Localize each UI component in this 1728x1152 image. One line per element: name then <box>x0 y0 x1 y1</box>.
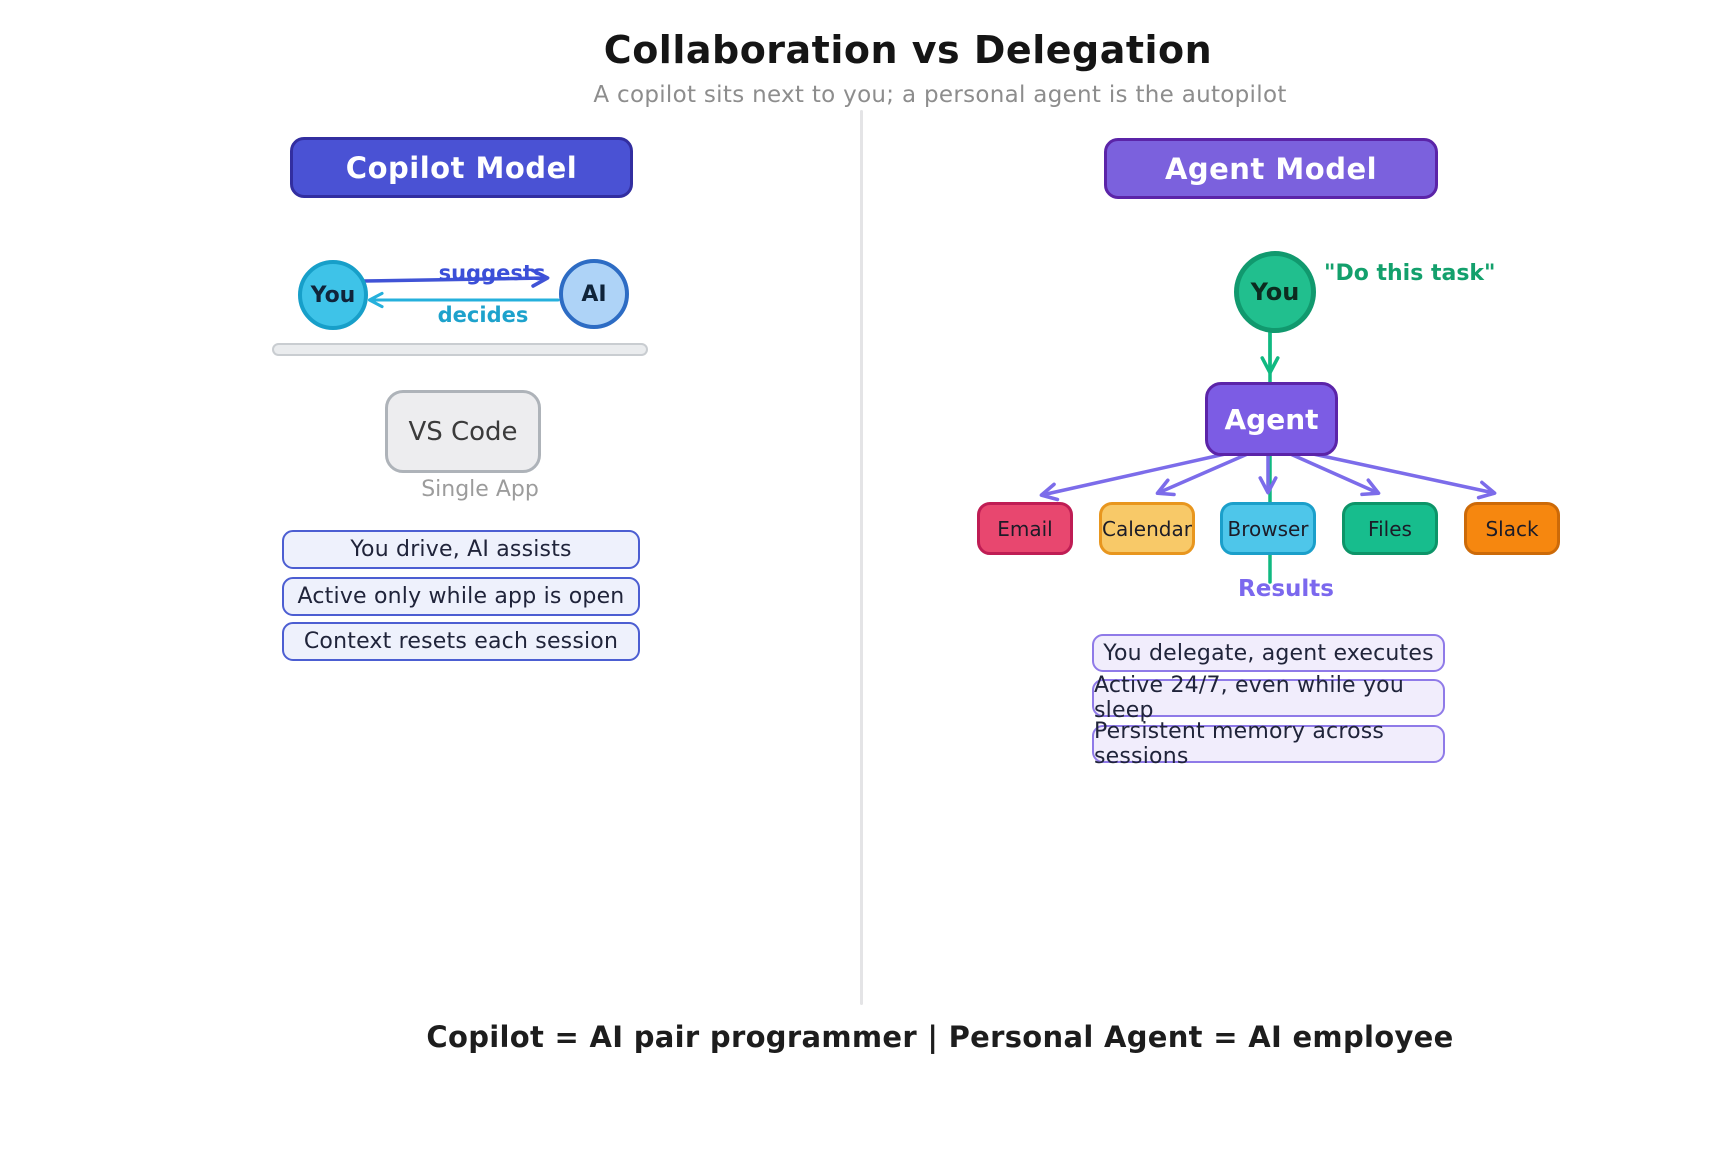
copilot-trait-pill: Active only while app is open <box>282 577 640 616</box>
footer-caption: Copilot = AI pair programmer | Personal … <box>426 1020 1454 1054</box>
agent-model-header: Agent Model <box>1104 138 1438 199</box>
tool-email: Email <box>977 502 1073 555</box>
page-title: Collaboration vs Delegation <box>603 28 1213 72</box>
tool-browser-label: Browser <box>1227 516 1309 541</box>
suggests-arrow-label: suggests <box>438 261 546 285</box>
copilot-trait-pill: You drive, AI assists <box>282 530 640 569</box>
tool-browser: Browser <box>1220 502 1316 555</box>
task-quote: "Do this task" <box>1324 261 1496 286</box>
copilot-trait-pill: Context resets each session <box>282 622 640 661</box>
tool-email-label: Email <box>997 516 1053 541</box>
copilot-ai-node: AI <box>559 259 629 329</box>
agent-model-title: Agent Model <box>1164 151 1378 186</box>
agent-trait-label: You delegate, agent executes <box>1103 640 1434 666</box>
copilot-you-label: You <box>310 282 356 308</box>
tool-slack: Slack <box>1464 502 1560 555</box>
tool-files-label: Files <box>1368 516 1412 541</box>
agent-trait-label: Active 24/7, even while you sleep <box>1094 673 1404 723</box>
agent-you-node: You <box>1234 251 1316 333</box>
tool-files: Files <box>1342 502 1438 555</box>
results-label: Results <box>1238 576 1334 602</box>
copilot-model-header: Copilot Model <box>290 137 633 198</box>
tool-slack-label: Slack <box>1485 516 1539 541</box>
copilot-you-node: You <box>298 260 368 330</box>
single-app-caption: Single App <box>421 477 539 502</box>
decides-arrow-label: decides <box>437 303 529 327</box>
agent-trait-pill: Persistent memory across sessions <box>1092 719 1445 769</box>
copilot-ai-label: AI <box>581 281 607 307</box>
agent-trait-pill: Active 24/7, even while you sleep <box>1092 673 1445 723</box>
agent-you-label: You <box>1250 278 1300 306</box>
agent-node-label: Agent <box>1224 402 1319 436</box>
page-subtitle: A copilot sits next to you; a personal a… <box>593 82 1287 108</box>
tool-calendar: Calendar <box>1099 502 1195 555</box>
vscode-node: VS Code <box>385 390 541 473</box>
vscode-label: VS Code <box>408 416 518 447</box>
copilot-model-title: Copilot Model <box>345 150 578 185</box>
tool-calendar-label: Calendar <box>1102 516 1192 541</box>
copilot-trait-label: You drive, AI assists <box>350 537 572 562</box>
desk-bar <box>272 343 648 356</box>
copilot-trait-label: Context resets each session <box>303 629 619 654</box>
agent-node: Agent <box>1205 382 1338 456</box>
agent-trait-label: Persistent memory across sessions <box>1094 719 1385 769</box>
agent-trait-pill: You delegate, agent executes <box>1092 634 1445 672</box>
center-divider <box>860 110 863 1005</box>
copilot-trait-label: Active only while app is open <box>297 584 625 609</box>
